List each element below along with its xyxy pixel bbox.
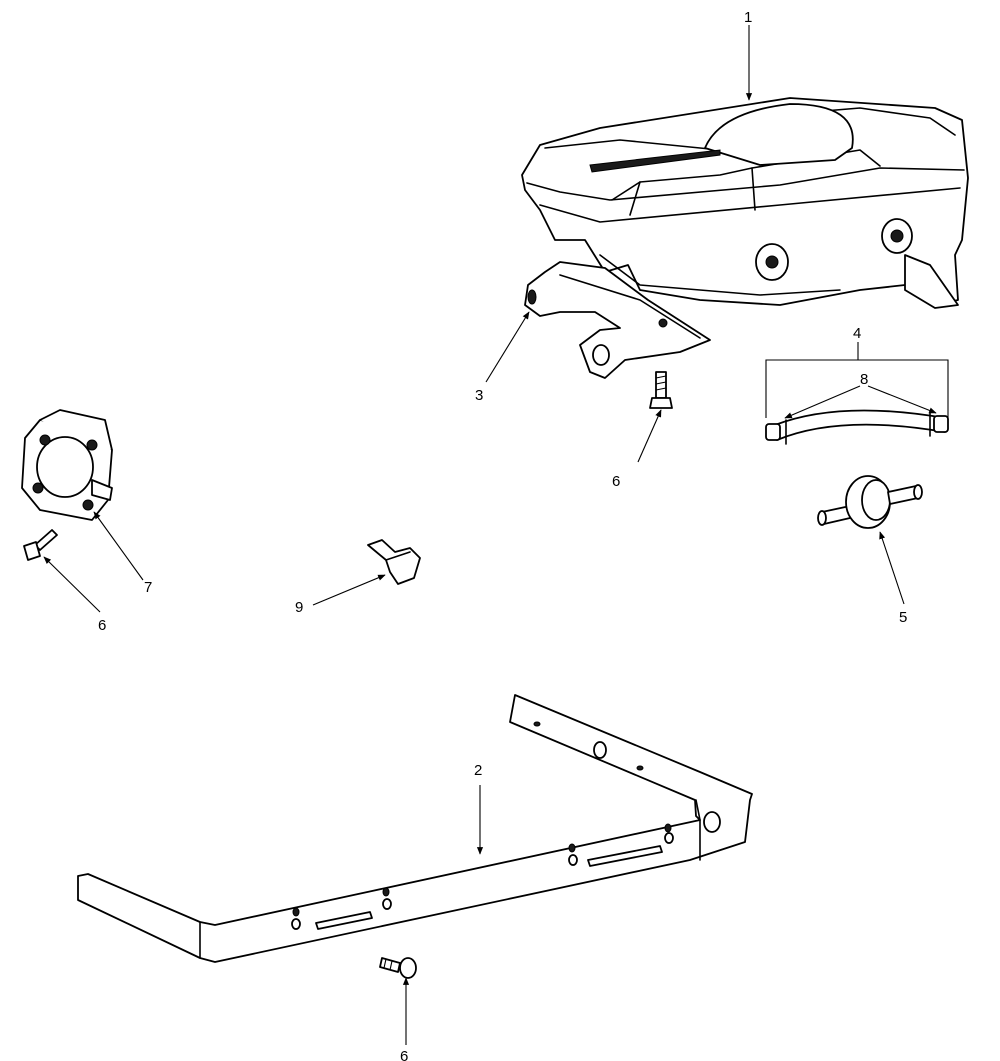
tank-bracket — [524, 261, 711, 379]
bracket-4 — [765, 359, 949, 418]
hose-assembly — [765, 409, 949, 445]
leader-lines — [43, 25, 949, 1045]
check-valve — [817, 475, 923, 529]
callout-4: 4 — [853, 325, 861, 342]
leader-6-upper — [637, 409, 662, 463]
callout-6-left: 6 — [98, 617, 106, 634]
bolt-upper — [649, 371, 673, 409]
callout-7: 7 — [144, 579, 152, 596]
callout-labels: 1 2 3 4 5 6 6 6 7 8 9 — [98, 9, 907, 1061]
callout-6-upper: 6 — [612, 473, 620, 490]
leader-5 — [879, 531, 905, 605]
tank-canister — [521, 97, 969, 309]
leader-7 — [93, 511, 144, 581]
callout-8: 8 — [860, 371, 868, 388]
flange-plate — [21, 409, 113, 521]
leader-8a — [784, 385, 861, 419]
callout-3: 3 — [475, 387, 483, 404]
callout-6-bottom: 6 — [400, 1048, 408, 1061]
leader-6-left — [43, 556, 101, 613]
clip — [367, 539, 421, 585]
callout-5: 5 — [899, 609, 907, 626]
callout-9: 9 — [295, 599, 303, 616]
callout-2: 2 — [474, 762, 482, 779]
bolt-left — [23, 529, 58, 561]
callout-1: 1 — [744, 9, 752, 26]
bolt-bottom — [379, 957, 417, 979]
mounting-strap — [77, 694, 753, 963]
leader-3 — [485, 311, 530, 383]
leader-9 — [312, 574, 386, 606]
leader-8b — [867, 385, 937, 414]
